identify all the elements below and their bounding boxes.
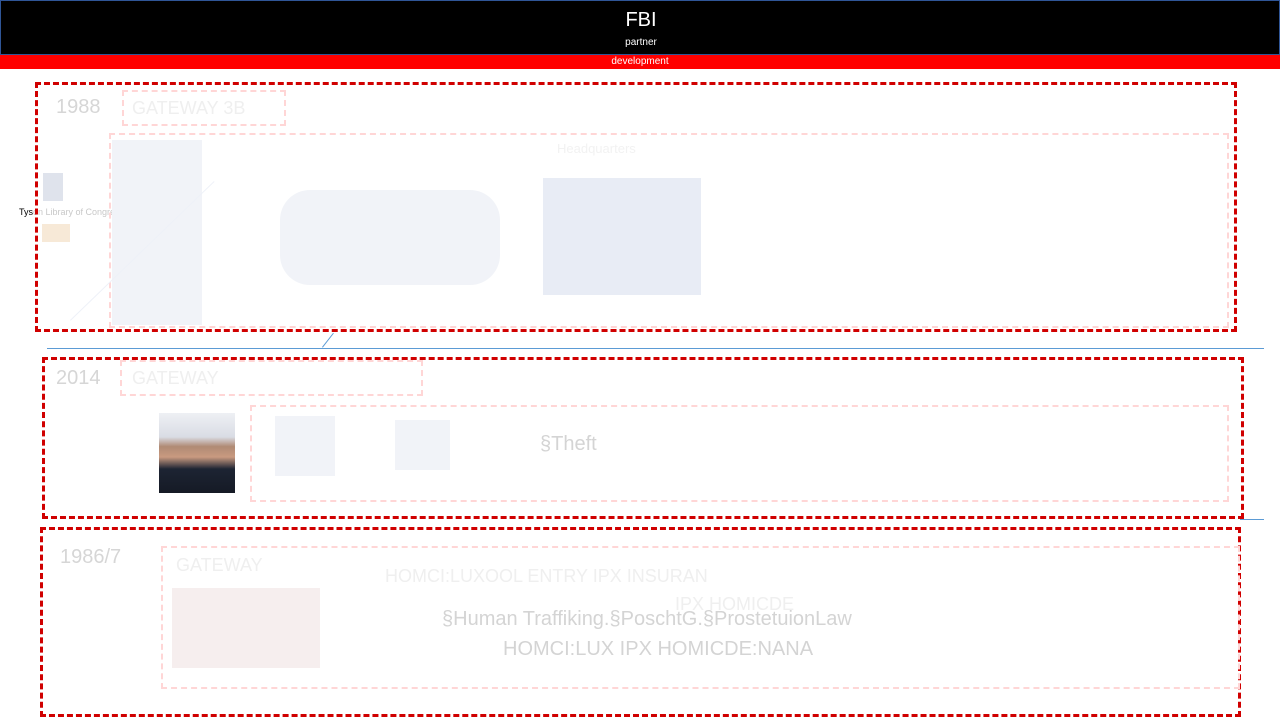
development-label: development <box>611 56 669 67</box>
tag-label-1988: GATEWAY 3B <box>132 98 246 118</box>
connector-line <box>322 332 334 348</box>
detail-box-1986 <box>161 546 1240 689</box>
weapon-image[interactable] <box>280 190 500 285</box>
scene-image-b[interactable] <box>395 420 450 470</box>
year-label-1986: 1986/7 <box>60 546 122 568</box>
evidence-image[interactable] <box>172 588 320 668</box>
timeline-divider-2 <box>1240 519 1264 520</box>
source-caption: Tyson Library of Congress <box>19 207 124 217</box>
timeline-divider <box>47 348 1264 349</box>
tag-box-1988: GATEWAY 3B <box>122 90 286 126</box>
tag-label-2014: GATEWAY <box>132 368 219 388</box>
officer-photo[interactable] <box>159 413 235 493</box>
badge-image[interactable] <box>112 140 202 325</box>
development-bar: development <box>0 54 1280 69</box>
media-box-1988 <box>109 133 1229 328</box>
source-caption-a: Tys <box>19 207 34 217</box>
theft-label: §Theft <box>540 433 597 455</box>
building-caption: Headquarters <box>557 141 636 156</box>
year-label-1988: 1988 <box>56 96 101 118</box>
document-thumbnail[interactable] <box>42 224 70 242</box>
law-line: §Human Traffiking.§PoschtG.§ProstetuionL… <box>442 608 852 630</box>
timeline-section-1988[interactable] <box>35 82 1237 332</box>
top-banner: FBI partner <box>0 0 1280 54</box>
detail-box-2014 <box>250 405 1229 502</box>
timeline-section-2014[interactable] <box>42 357 1244 519</box>
page-subtitle: partner <box>625 37 657 48</box>
tag-label-1986: GATEWAY <box>176 555 263 575</box>
source-caption-b: on Library of Congress <box>33 207 125 217</box>
tag-box-2014: GATEWAY <box>120 360 423 396</box>
year-label-2014: 2014 <box>56 367 101 389</box>
faint-line-2: IPX HOMICDE <box>675 594 795 614</box>
page-title: FBI <box>625 9 657 31</box>
homicide-line: HOMCI:LUX IPX HOMICDE:NANA <box>503 638 814 660</box>
building-image[interactable] <box>543 178 701 295</box>
portrait-thumbnail[interactable] <box>43 173 63 201</box>
faint-line-1: HOMCI:LUXOOL ENTRY IPX INSURAN <box>385 566 708 586</box>
scene-image-a[interactable] <box>275 416 335 476</box>
